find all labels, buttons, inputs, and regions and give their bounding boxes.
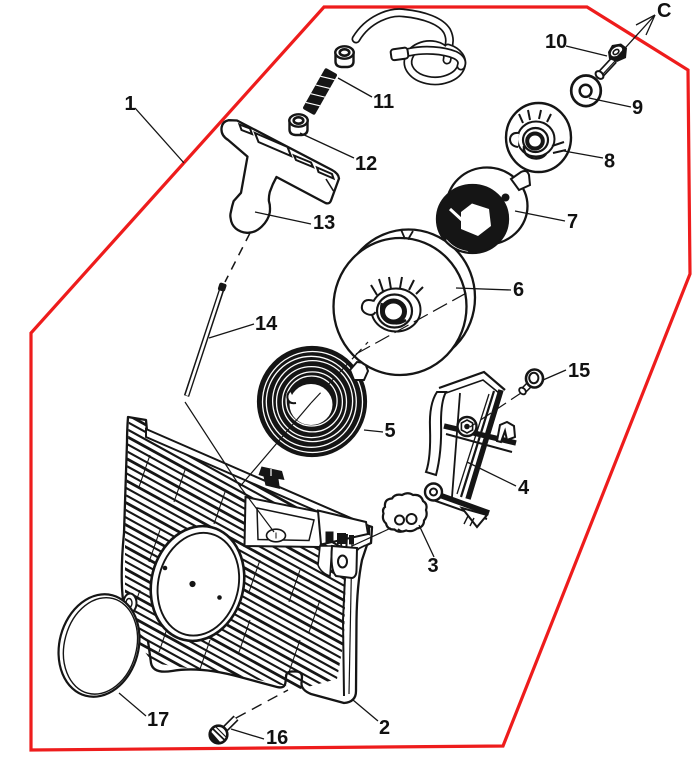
svg-text:17: 17 [147, 709, 169, 731]
svg-text:11: 11 [373, 91, 394, 113]
svg-text:14: 14 [255, 313, 278, 335]
svg-text:12: 12 [355, 153, 377, 175]
svg-text:3: 3 [428, 555, 439, 577]
svg-text:C: C [657, 0, 671, 22]
svg-text:10: 10 [545, 31, 567, 53]
svg-text:8: 8 [604, 151, 615, 173]
svg-text:15: 15 [568, 360, 590, 382]
svg-text:6: 6 [513, 279, 524, 301]
svg-text:1: 1 [125, 93, 136, 115]
svg-text:4: 4 [518, 477, 530, 499]
svg-text:7: 7 [567, 211, 578, 233]
svg-text:5: 5 [385, 420, 396, 442]
svg-text:16: 16 [266, 727, 288, 749]
svg-text:9: 9 [632, 97, 643, 119]
svg-text:13: 13 [313, 212, 335, 234]
svg-text:2: 2 [379, 717, 390, 739]
